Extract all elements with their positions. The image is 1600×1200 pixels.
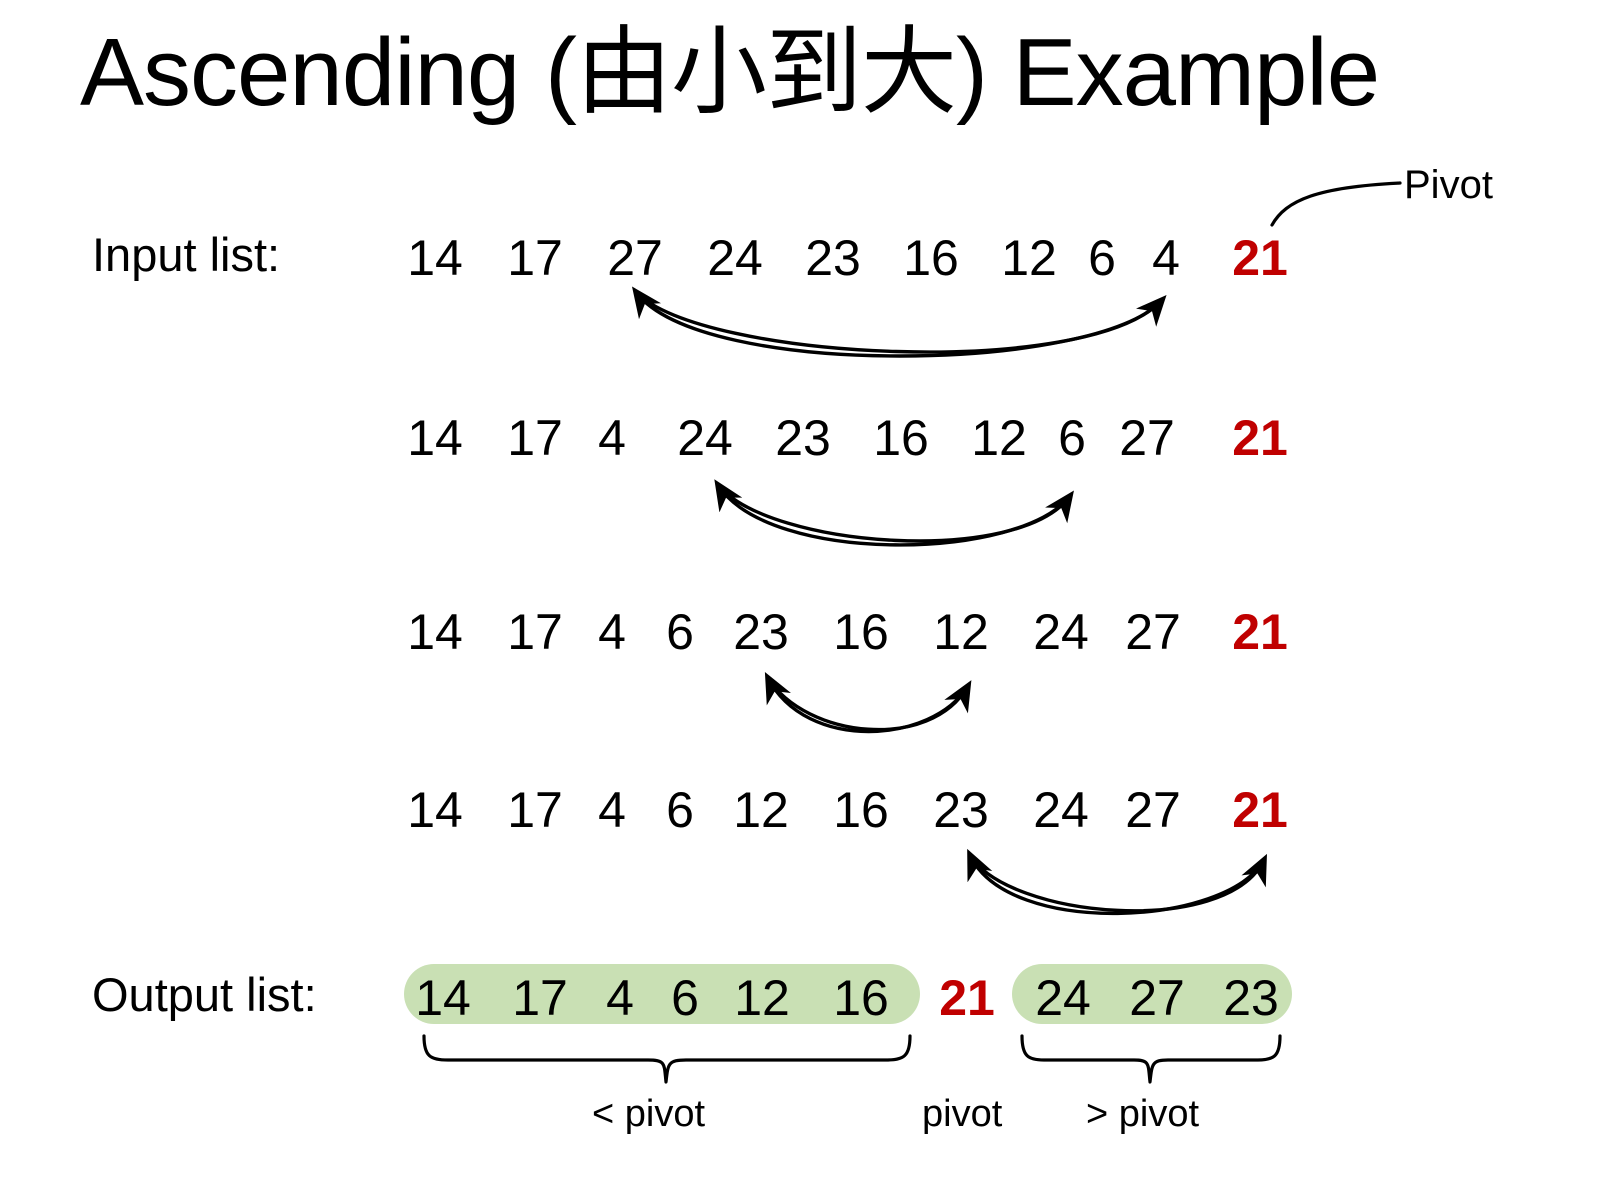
swap-arrows-step-1 bbox=[631, 286, 1167, 358]
page-title: Ascending (由小到大) Example bbox=[80, 19, 1380, 126]
list-item: 16 bbox=[833, 970, 889, 1026]
list-item: 24 bbox=[1033, 604, 1089, 660]
list-item: 17 bbox=[507, 230, 563, 286]
pivot-value: 21 bbox=[1232, 604, 1288, 660]
list-item: 12 bbox=[933, 604, 989, 660]
list-item: 16 bbox=[903, 230, 959, 286]
list-item: 14 bbox=[407, 782, 463, 838]
list-item: 27 bbox=[1129, 970, 1185, 1026]
list-item: 23 bbox=[775, 410, 831, 466]
list-item: 23 bbox=[1223, 970, 1279, 1026]
list-item: 12 bbox=[1001, 230, 1057, 286]
list-item: 27 bbox=[1125, 604, 1181, 660]
less-than-pivot-caption: < pivot bbox=[592, 1093, 706, 1135]
list-item: 14 bbox=[407, 230, 463, 286]
list-item: 24 bbox=[707, 230, 763, 286]
list-item: 16 bbox=[873, 410, 929, 466]
list-item: 6 bbox=[666, 782, 694, 838]
list-item: 23 bbox=[933, 782, 989, 838]
step-2-row: 14 17 4 6 23 16 12 24 27 21 bbox=[0, 602, 1600, 664]
list-item: 4 bbox=[598, 604, 626, 660]
list-item: 24 bbox=[1035, 970, 1091, 1026]
pivot-leader-line bbox=[1270, 181, 1402, 227]
list-item: 17 bbox=[507, 604, 563, 660]
pivot-value: 21 bbox=[1232, 230, 1288, 286]
left-partition-brace bbox=[422, 1034, 912, 1084]
list-item: 6 bbox=[1058, 410, 1086, 466]
list-item: 23 bbox=[733, 604, 789, 660]
input-list-label: Input list: bbox=[92, 228, 281, 281]
list-item: 16 bbox=[833, 782, 889, 838]
step-3-row: 14 17 4 6 12 16 23 24 27 21 bbox=[0, 780, 1600, 842]
left-partition-highlight bbox=[404, 964, 920, 1024]
swap-arrows-step-4 bbox=[967, 848, 1267, 916]
output-list-label: Output list: bbox=[92, 968, 317, 1021]
swap-arrows-step-3 bbox=[764, 671, 972, 734]
list-item: 24 bbox=[1033, 782, 1089, 838]
list-item: 27 bbox=[1119, 410, 1175, 466]
list-item: 14 bbox=[407, 604, 463, 660]
step-1-row: 14 17 4 24 23 16 12 6 27 21 bbox=[0, 408, 1600, 470]
list-item: 12 bbox=[733, 782, 789, 838]
pivot-value: 21 bbox=[939, 970, 995, 1026]
right-partition-highlight bbox=[1012, 964, 1292, 1024]
list-item: 6 bbox=[671, 970, 699, 1026]
list-item: 27 bbox=[1125, 782, 1181, 838]
swap-arrows-step-2 bbox=[714, 479, 1074, 547]
list-item: 14 bbox=[407, 410, 463, 466]
input-row: 14 17 27 24 23 16 12 6 4 21 bbox=[0, 228, 1600, 290]
list-item: 4 bbox=[1152, 230, 1180, 286]
list-item: 4 bbox=[598, 782, 626, 838]
list-item: 23 bbox=[805, 230, 861, 286]
list-item: 4 bbox=[606, 970, 634, 1026]
list-item: 12 bbox=[734, 970, 790, 1026]
pivot-value: 21 bbox=[1232, 782, 1288, 838]
list-item: 17 bbox=[512, 970, 568, 1026]
pivot-caption: pivot bbox=[922, 1093, 1003, 1135]
pivot-callout-label: Pivot bbox=[1404, 163, 1493, 207]
list-item: 27 bbox=[607, 230, 663, 286]
output-row: 14 17 4 6 12 16 21 24 27 23 bbox=[0, 968, 1600, 1030]
list-item: 4 bbox=[598, 410, 626, 466]
greater-than-pivot-caption: > pivot bbox=[1086, 1093, 1200, 1135]
list-item: 17 bbox=[507, 782, 563, 838]
list-item: 24 bbox=[677, 410, 733, 466]
list-item: 6 bbox=[1088, 230, 1116, 286]
list-item: 14 bbox=[415, 970, 471, 1026]
right-partition-brace bbox=[1020, 1034, 1282, 1084]
list-item: 17 bbox=[507, 410, 563, 466]
list-item: 16 bbox=[833, 604, 889, 660]
pivot-value: 21 bbox=[1232, 410, 1288, 466]
list-item: 12 bbox=[971, 410, 1027, 466]
list-item: 6 bbox=[666, 604, 694, 660]
